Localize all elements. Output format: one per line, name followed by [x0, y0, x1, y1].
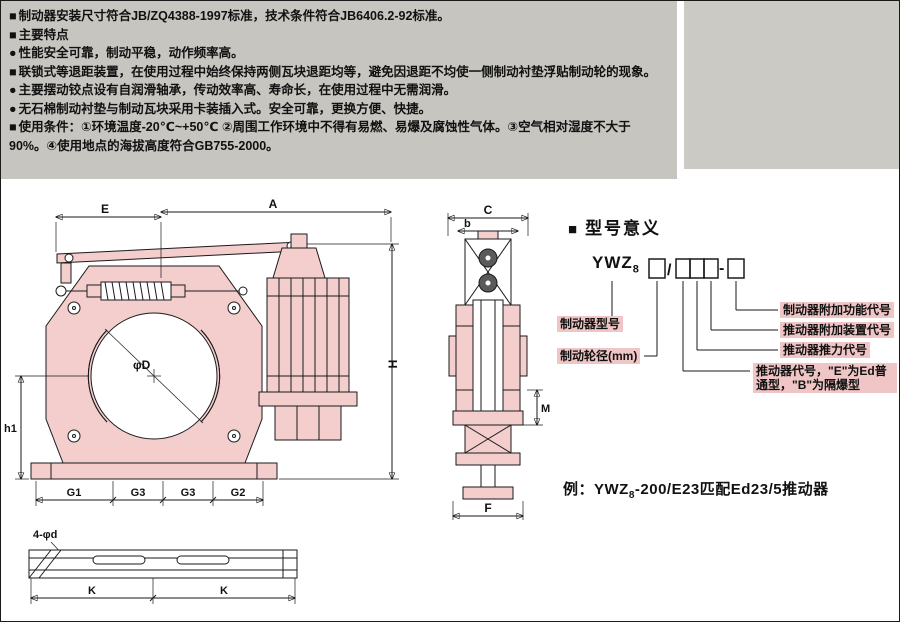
- model-meaning-title: ■ 型号意义: [568, 214, 661, 239]
- example-suffix: -200/E23匹配Ed23/5推动器: [634, 481, 829, 498]
- dim-label-K: K: [88, 585, 96, 597]
- model-example-text: 例：YWZ8-200/E23匹配Ed23/5推动器: [563, 478, 829, 501]
- square-bullet-icon: ■: [9, 9, 17, 23]
- square-bullet-icon: ■: [9, 27, 17, 42]
- dim-label-A: A: [269, 197, 278, 211]
- header-line-text: 主要摆动铰点设有自润滑轴承，传动效率高、寿命长，在使用过程中无需润滑。: [18, 83, 457, 97]
- circle-bullet-icon: ●: [9, 83, 17, 97]
- dim-label-G3: G3: [181, 487, 196, 499]
- header-block: ■制动器安装尺寸符合JB/ZQ4388-1997标准，技术条件符合JB6406.…: [1, 1, 899, 179]
- square-bullet-icon: ■: [9, 64, 17, 79]
- header-line-text: 无石棉制动衬垫与制动瓦块采用卡装插入式。安全可靠，更换方便、快捷。: [18, 101, 432, 116]
- dim-label-M: M: [541, 403, 550, 415]
- model-code-box-wheel-diameter: [648, 258, 666, 279]
- square-bullet-icon: ■: [9, 120, 17, 134]
- circle-bullet-icon: ●: [9, 101, 17, 116]
- model-code-box-thruster-type: [675, 258, 691, 279]
- base-plan-view: 4-φd: [28, 529, 298, 579]
- model-code-slash: /: [667, 262, 672, 279]
- model-code-box-thruster-attachment: [703, 258, 719, 279]
- label-brake-additional-function-code: 制动器附加功能代号: [780, 302, 895, 318]
- model-meaning-title-text: 型号意义: [585, 219, 662, 238]
- header-line: ●无石棉制动衬垫与制动瓦块采用卡装插入式。安全可靠，更换方便、快捷。: [9, 100, 667, 119]
- dim-label-E: E: [101, 202, 109, 216]
- header-line-text: 联锁式等退距装置，在使用过程中始终保持两侧瓦块退距均等，避免因退距不均使一侧制动…: [18, 64, 657, 79]
- header-right-panel: [684, 1, 899, 169]
- header-divider: [677, 1, 684, 179]
- label-thruster-attachment-code: 推动器附加装置代号: [780, 322, 895, 338]
- side-view-dimensions: C b M F: [448, 203, 550, 520]
- dim-label-4-phi-d: 4-φd: [33, 529, 57, 541]
- header-line: ●性能安全可靠，制动平稳，动作频率高。: [9, 44, 667, 63]
- dim-label-G3: G3: [131, 487, 146, 499]
- dim-label-b: b: [464, 218, 471, 230]
- label-thruster-type-code: 推动器代号，"E"为Ed普通型，"B"为隔爆型: [753, 363, 897, 393]
- brake-side-view: [448, 230, 528, 500]
- dim-label-G2: G2: [231, 487, 246, 499]
- header-text-panel: ■制动器安装尺寸符合JB/ZQ4388-1997标准，技术条件符合JB6406.…: [1, 1, 677, 179]
- model-code-boxes: / -: [648, 258, 745, 279]
- model-code-prefix: YWZ8: [592, 253, 640, 275]
- header-line-text: 使用条件：①环境温度-20℃~+50℃ ②周围工作环境中不得有易燃、易爆及腐蚀性…: [9, 120, 631, 153]
- header-line: ■制动器安装尺寸符合JB/ZQ4388-1997标准，技术条件符合JB6406.…: [9, 7, 667, 26]
- dim-label-G1: G1: [67, 487, 82, 499]
- base-plan-dimensions: K K: [31, 578, 295, 604]
- dim-label-h1: h1: [4, 423, 17, 435]
- model-code-dash: -: [719, 260, 724, 277]
- dim-label-C: C: [484, 203, 493, 217]
- model-prefix-text: YWZ: [592, 253, 633, 272]
- header-line-text: 主要特点: [18, 27, 69, 42]
- model-code-box-brake-function: [727, 258, 745, 279]
- header-line: ●主要摆动铰点设有自润滑轴承，传动效率高、寿命长，在使用过程中无需润滑。: [9, 81, 667, 100]
- example-subscript: 8: [628, 490, 635, 501]
- header-line-text: 制动器安装尺寸符合JB/ZQ4388-1997标准，技术条件符合JB6406.2…: [18, 9, 450, 23]
- thruster: [258, 233, 358, 441]
- spring-unit: [55, 281, 248, 301]
- model-code-leader-lines: [611, 281, 778, 372]
- example-prefix: 例：YWZ: [563, 481, 629, 498]
- square-bullet-icon: ■: [568, 221, 578, 238]
- dim-label-K: K: [220, 585, 228, 597]
- model-code-diagram: / -: [611, 258, 778, 372]
- dim-label-F: F: [484, 501, 491, 515]
- circle-bullet-icon: ●: [9, 46, 17, 60]
- label-thruster-force-code: 推动器推力代号: [780, 342, 871, 358]
- label-brake-model: 制动器型号: [557, 316, 624, 332]
- header-line-text: 性能安全可靠，制动平稳，动作频率高。: [18, 46, 244, 60]
- header-line: ■主要特点: [9, 26, 667, 45]
- label-brake-wheel-diameter: 制动轮径(mm): [557, 348, 641, 364]
- model-code-box-thruster-force: [689, 258, 705, 279]
- dim-label-phi-d: φD: [133, 358, 151, 372]
- technical-drawing: φD: [4, 197, 550, 604]
- header-line: ■使用条件：①环境温度-20℃~+50℃ ②周围工作环境中不得有易燃、易爆及腐蚀…: [9, 118, 667, 155]
- front-view-dimensions: E A H h1 G1 G3 G3 G2: [4, 197, 400, 506]
- header-line: ■联锁式等退距装置，在使用过程中始终保持两侧瓦块退距均等，避免因退距不均使一侧制…: [9, 63, 667, 82]
- dim-label-H: H: [386, 360, 400, 369]
- model-prefix-subscript: 8: [632, 263, 640, 276]
- brake-front-view: φD: [30, 233, 358, 480]
